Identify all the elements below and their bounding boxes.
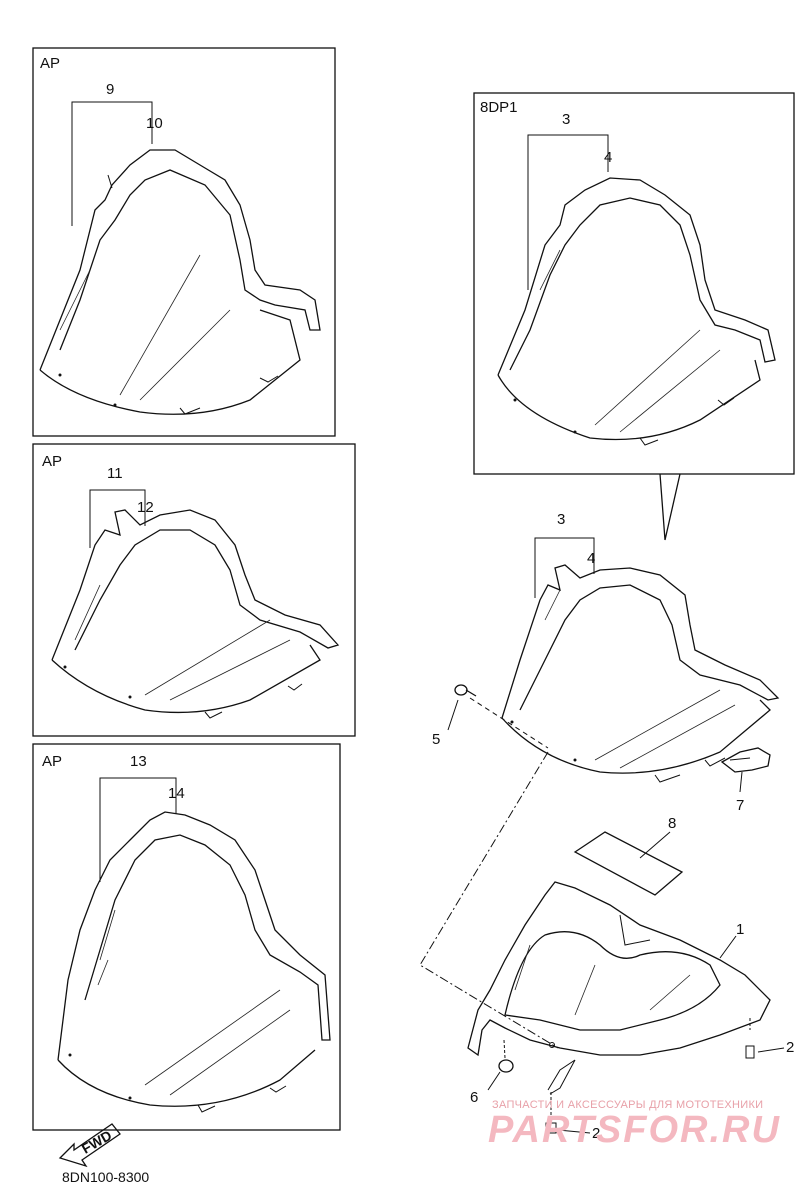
bolt-5: 5 bbox=[432, 684, 549, 749]
part-code: 8DN100-8300 bbox=[62, 1169, 149, 1185]
box-8dp1-3-4: 8DP1 3 4 bbox=[473, 92, 795, 541]
callout-6: 6 bbox=[470, 1089, 478, 1106]
callout-11: 11 bbox=[107, 465, 123, 482]
watermark-logo: PARTSFOR.RU bbox=[488, 1109, 781, 1151]
box-label: AP bbox=[40, 55, 60, 72]
callout-3-main: 3 bbox=[557, 511, 565, 528]
watermark: ЗАПЧАСТИ И АКСЕССУАРЫ ДЛЯ МОТОТЕХНИКИ PA… bbox=[488, 1099, 781, 1151]
box-label: 8DP1 bbox=[480, 99, 518, 116]
callout-7: 7 bbox=[736, 797, 744, 814]
box-label: AP bbox=[42, 753, 62, 770]
bolt-2-right: 2 bbox=[745, 1018, 794, 1059]
callout-10: 10 bbox=[146, 115, 163, 132]
bolt-6: 6 bbox=[470, 1039, 514, 1106]
callout-13: 13 bbox=[130, 753, 147, 770]
windshield-11 bbox=[51, 509, 340, 719]
windshield-13 bbox=[57, 811, 331, 1113]
callout-1: 1 bbox=[736, 921, 744, 938]
bolt-2-bottom: 2 bbox=[545, 1092, 600, 1142]
callout-2-bottom: 2 bbox=[592, 1125, 600, 1142]
box-ap-13-14: AP 13 14 bbox=[32, 743, 341, 1131]
box-ap-9-10: AP 9 10 bbox=[32, 47, 336, 437]
clip-7: 7 bbox=[720, 747, 771, 814]
callout-5: 5 bbox=[432, 731, 440, 748]
main-windshield: 3 4 bbox=[501, 511, 780, 783]
fwd-label: FWD bbox=[79, 1127, 115, 1157]
box-label: AP bbox=[42, 453, 62, 470]
windshield-3 bbox=[497, 177, 776, 446]
callout-4-main: 4 bbox=[587, 550, 595, 567]
box-ap-11-12: AP 11 12 bbox=[32, 443, 356, 737]
callout-2-right: 2 bbox=[786, 1039, 794, 1056]
callout-3: 3 bbox=[562, 111, 570, 128]
cowling-1: 1 bbox=[467, 881, 771, 1095]
pad-8: 8 bbox=[573, 815, 684, 896]
callout-9: 9 bbox=[106, 81, 114, 98]
windshield-9 bbox=[39, 149, 321, 415]
watermark-subtitle: ЗАПЧАСТИ И АКСЕССУАРЫ ДЛЯ МОТОТЕХНИКИ bbox=[492, 1099, 763, 1111]
callout-8: 8 bbox=[668, 815, 676, 832]
